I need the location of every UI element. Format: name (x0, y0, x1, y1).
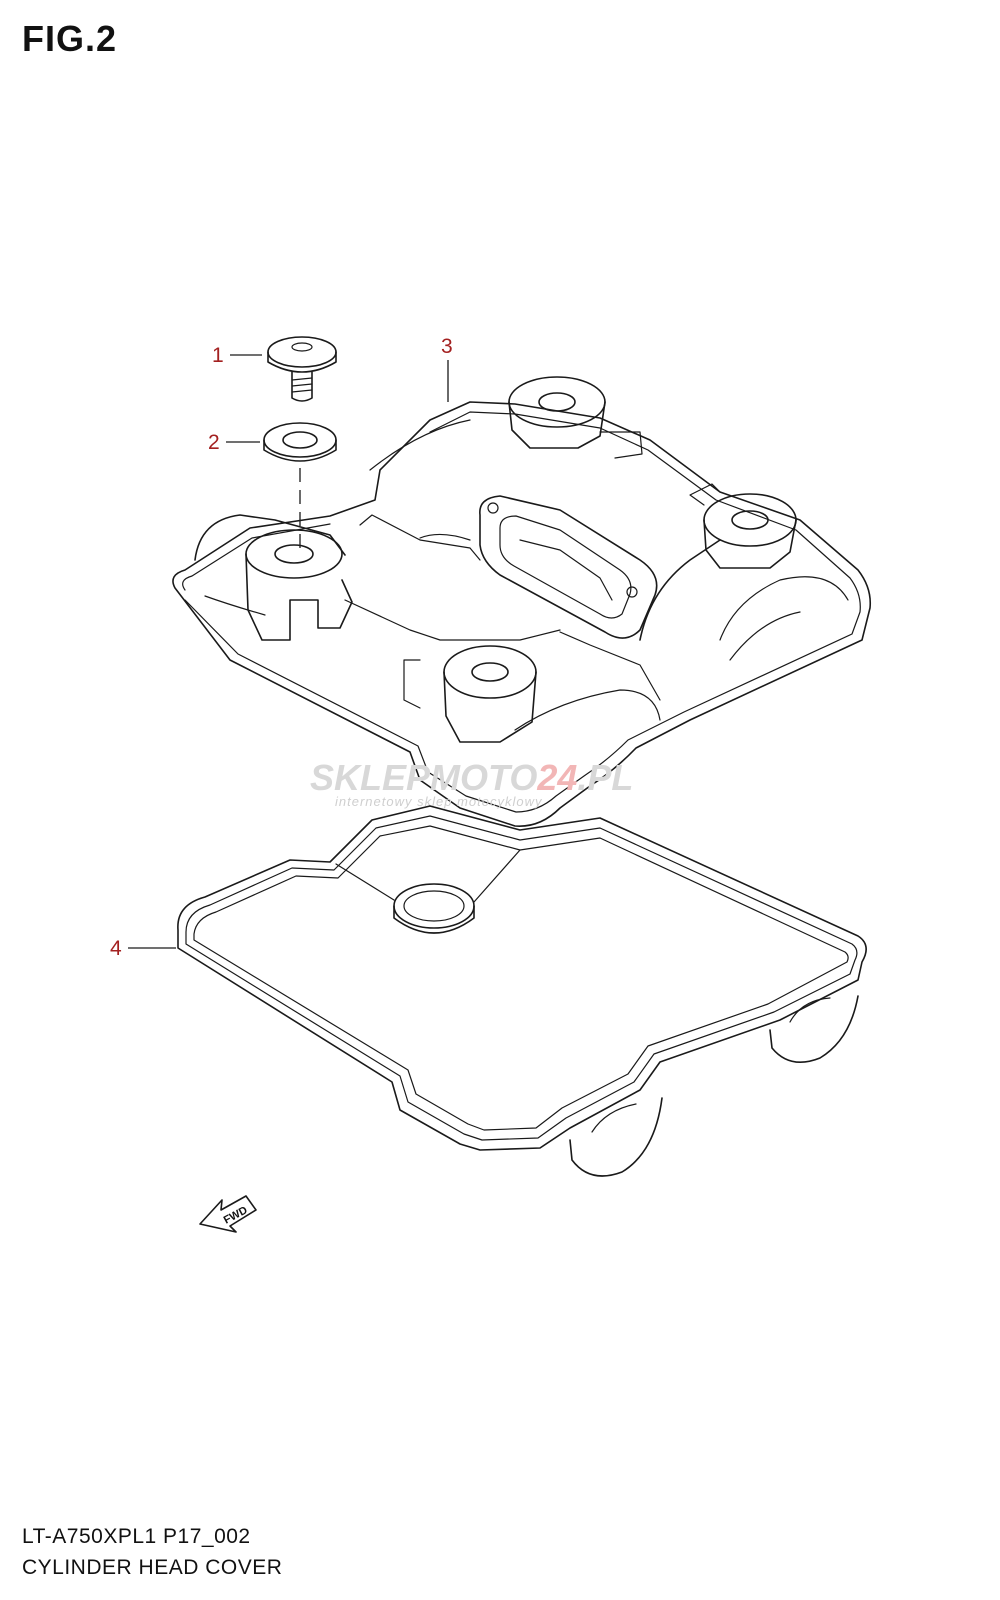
callout-4: 2 (208, 431, 220, 454)
watermark: SKLEPMOTO24.PL internetowy sklep motocyk… (310, 757, 633, 809)
diagram-name: CYLINDER HEAD COVER (22, 1556, 283, 1579)
callout-3: 1 (212, 344, 224, 367)
callout-2: 4 (110, 937, 122, 960)
cylinder-head-cover-part (172, 376, 872, 827)
bolt-part (267, 336, 337, 402)
model-code: LT-A750XPL1 P17_002 (22, 1525, 251, 1548)
washer-part (263, 422, 337, 462)
gasket-part (177, 805, 867, 1177)
watermark-tagline: internetowy sklep motocyklowy (335, 794, 543, 809)
forward-direction-icon: FWD (199, 1195, 257, 1233)
callout-1: 3 (441, 335, 453, 358)
figure-title: FIG.2 (22, 18, 118, 59)
watermark-brand: SKLEPMOTO24.PL (310, 757, 633, 798)
